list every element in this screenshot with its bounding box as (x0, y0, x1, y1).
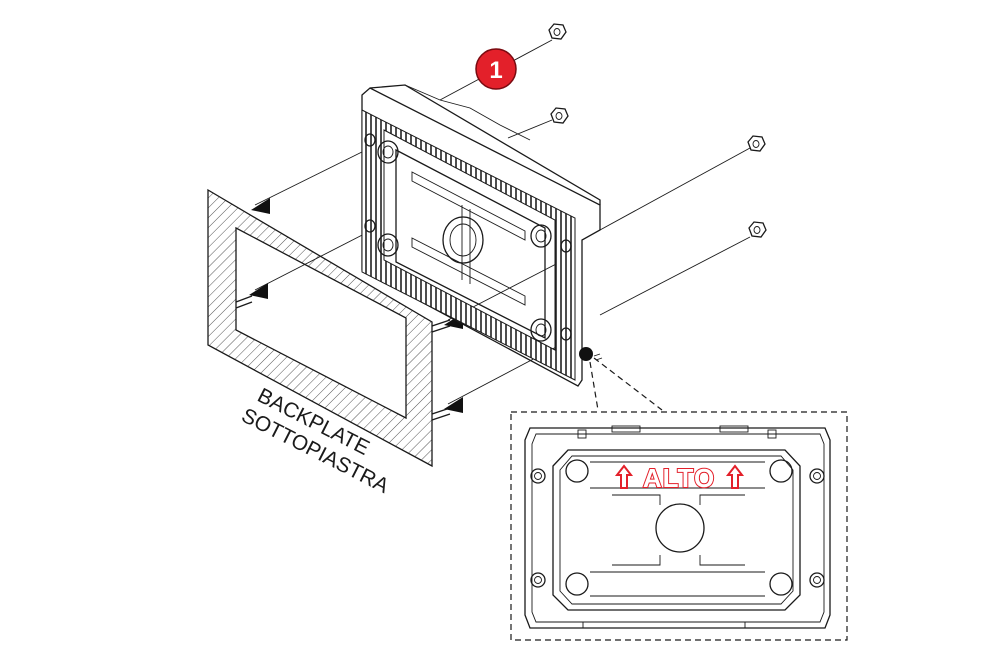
hex-nuts (548, 23, 767, 238)
hex-nut-icon (548, 23, 567, 40)
mounting-bracket (361, 84, 603, 387)
hex-nut-icon (747, 135, 766, 152)
up-arrow-icon (614, 464, 634, 489)
backplate-studs (235, 295, 451, 421)
up-arrow-icon (725, 464, 745, 489)
bracket-screw-bosses (364, 133, 572, 342)
orientation-label: ALTO (643, 463, 715, 493)
hex-nut-icon (748, 221, 767, 238)
detail-top-notches (577, 425, 777, 439)
numbered-callout-icon: 1 (475, 48, 517, 90)
triangle-arrow-icon (251, 198, 270, 214)
detail-view: ALTO (510, 411, 848, 641)
detail-corner-bosses (530, 459, 825, 596)
detail-leader (589, 357, 663, 411)
callout-number: 1 (489, 57, 502, 84)
triangle-arrow-icon (444, 397, 463, 413)
hex-nut-icon (550, 107, 569, 124)
triangle-arrow-icon (249, 283, 268, 299)
orientation-marker: ALTO (614, 462, 745, 494)
detail-focus-point (579, 347, 593, 361)
backplate (207, 188, 451, 468)
